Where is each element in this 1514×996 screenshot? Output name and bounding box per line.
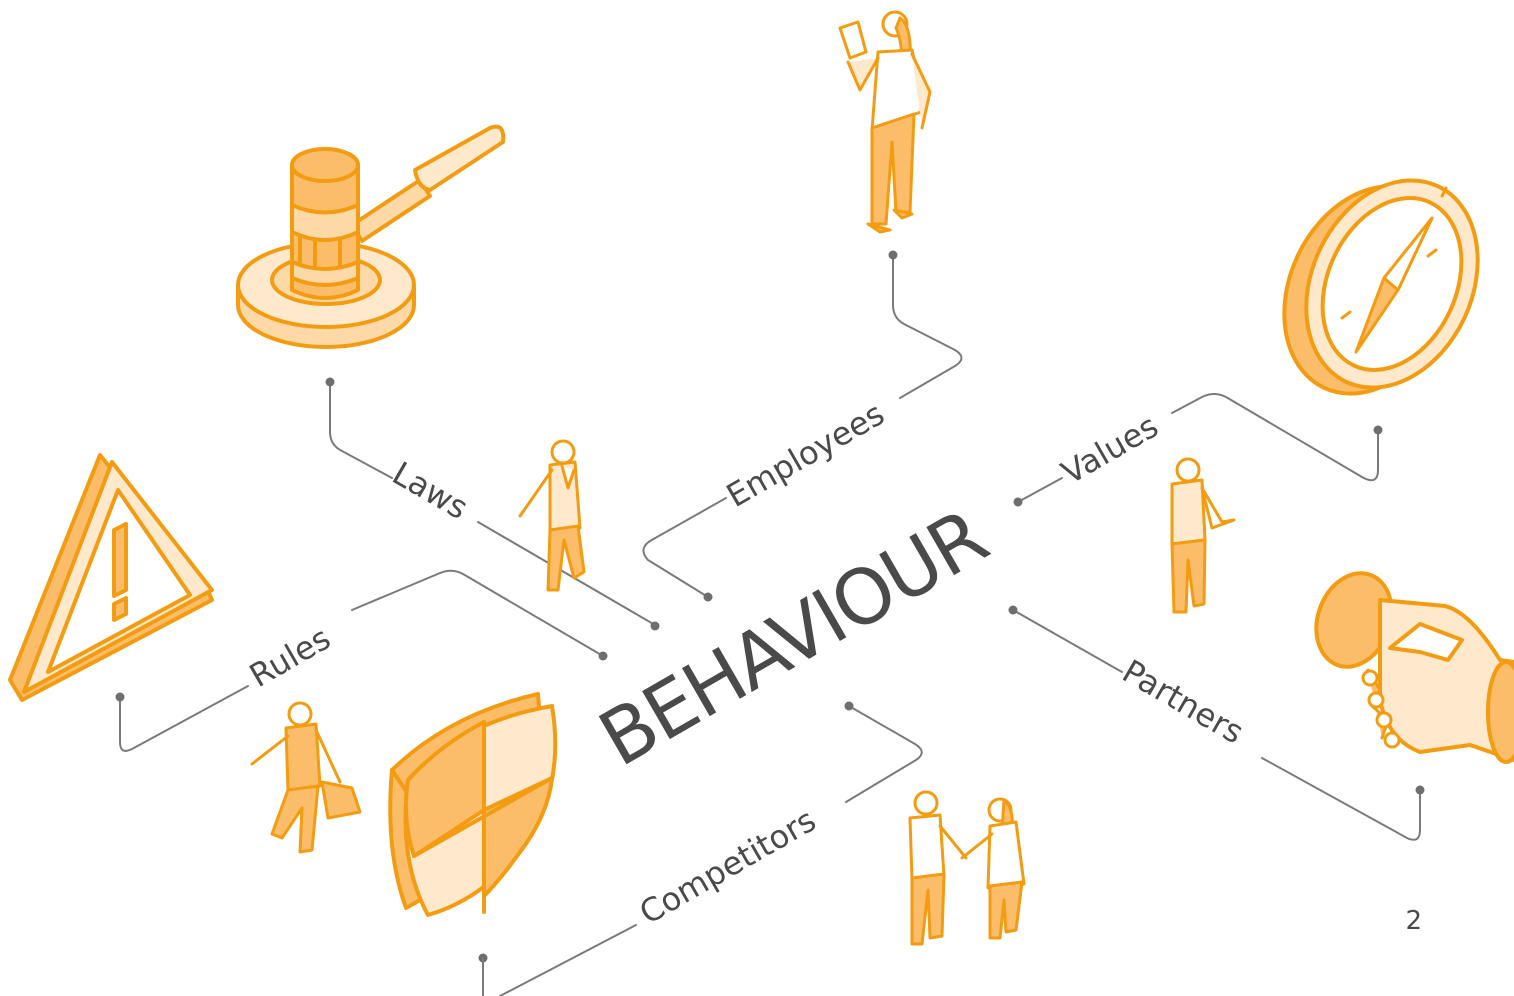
handshake-icon: [1314, 571, 1514, 764]
connector-dot: [325, 377, 335, 387]
shield-icon: [388, 692, 558, 917]
connector-dot: [703, 592, 713, 602]
connector-dot: [1373, 425, 1383, 435]
label-laws: Laws: [386, 454, 475, 527]
connector-rules: [119, 569, 604, 752]
warning-sign-icon: [8, 453, 214, 702]
connector-dot: [844, 701, 854, 711]
people-shaking-hands-icon: [908, 790, 1026, 946]
label-employees: Employees: [720, 394, 891, 514]
person-reading-icon: [838, 10, 932, 234]
connector-dot: [888, 250, 898, 260]
connector-dot: [1013, 497, 1023, 507]
connector-laws: [329, 381, 656, 626]
connector-dot: [598, 651, 608, 661]
person-tablet-icon: [1170, 457, 1236, 614]
title-behaviour: BEHAVIOUR: [585, 492, 1001, 784]
label-partners: Partners: [1116, 652, 1250, 751]
label-competitors: Competitors: [633, 801, 822, 932]
connector-employees: [642, 254, 963, 598]
compass-icon: [1282, 178, 1480, 396]
connector-dot: [650, 621, 660, 631]
person-walking-phone-icon: [518, 439, 586, 592]
connector-partners: [1012, 609, 1421, 841]
gavel-icon: [236, 124, 506, 349]
label-rules: Rules: [243, 619, 337, 695]
connector-dot: [1415, 785, 1425, 795]
connector-dot: [1008, 605, 1018, 615]
connector-dot: [115, 692, 125, 702]
connector-values: [1017, 393, 1379, 503]
connector-competitors: [499, 705, 923, 996]
connectors: [115, 250, 1425, 996]
businessman-briefcase-icon: [250, 701, 362, 854]
page-number: 2: [1405, 906, 1422, 936]
label-values: Values: [1055, 407, 1165, 492]
